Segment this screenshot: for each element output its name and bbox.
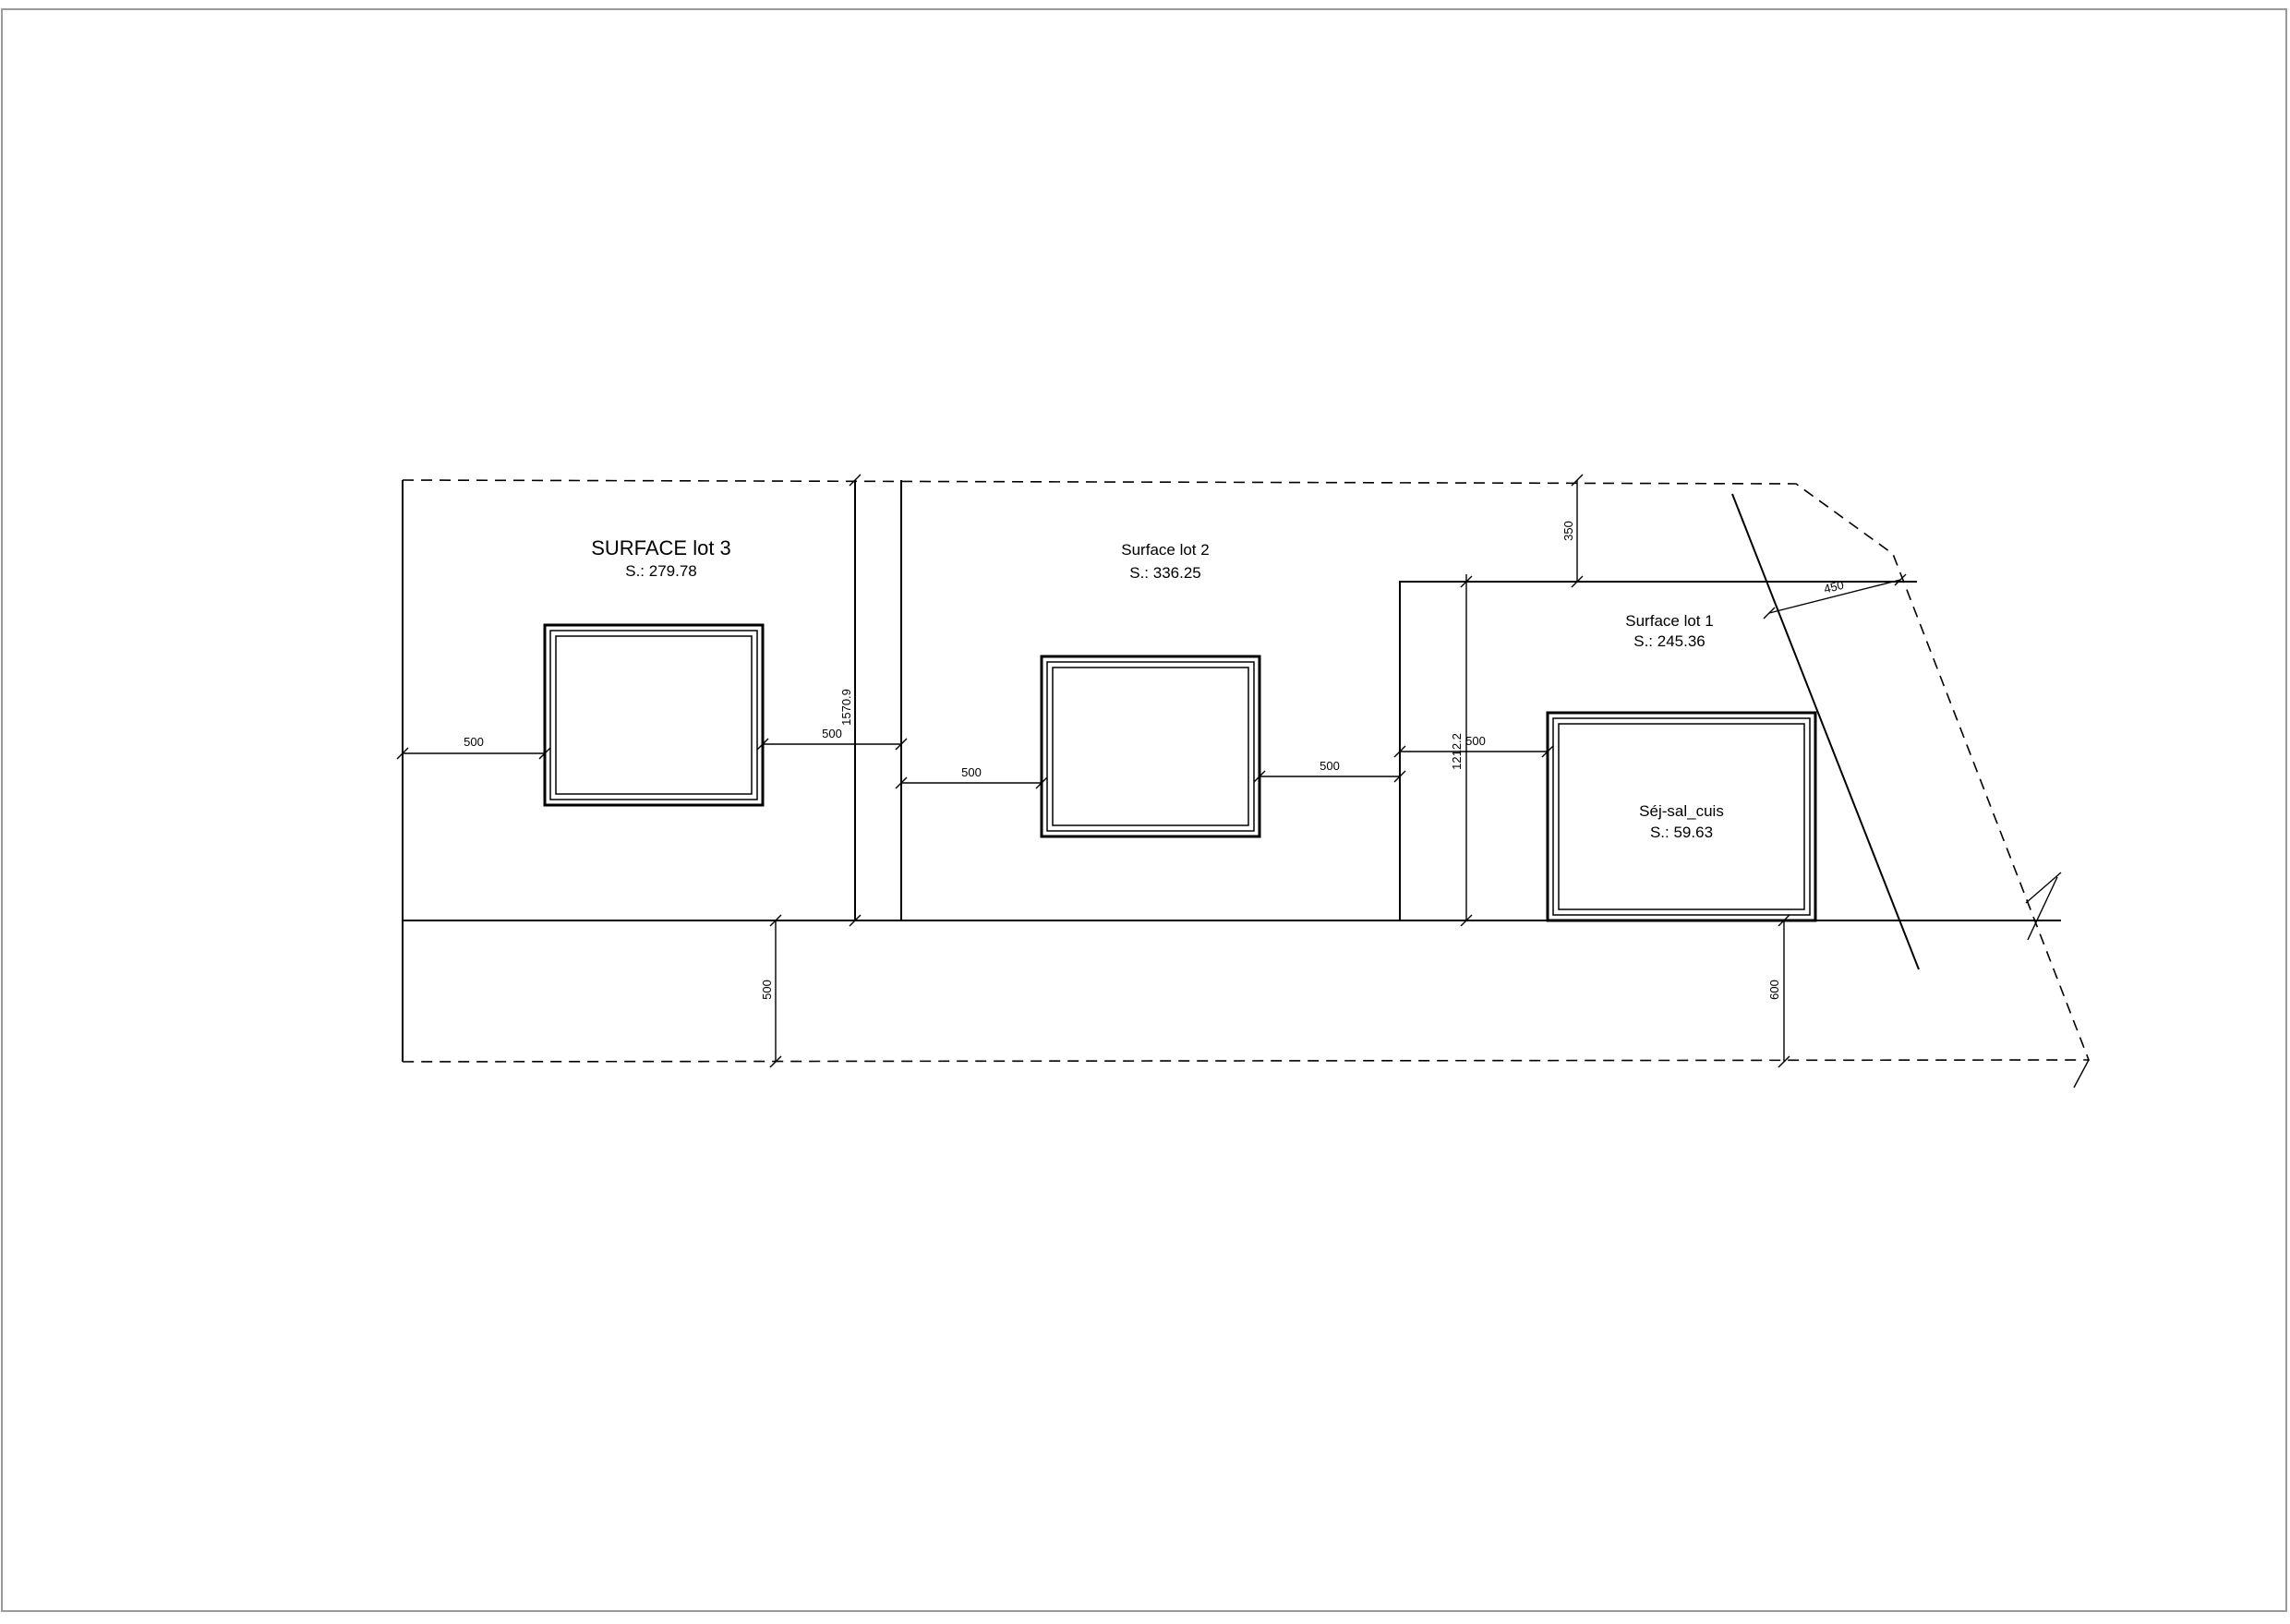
room-area: S.: 59.63 xyxy=(1650,824,1713,841)
dim-label-lot3-right: 500 xyxy=(822,727,842,740)
dim-label-lot1-left: 500 xyxy=(1465,734,1486,748)
dim-label-front-left: 500 xyxy=(760,980,774,1000)
tick-mark xyxy=(2027,876,2058,941)
dim-label-front-right: 600 xyxy=(1767,980,1781,1000)
dimension-lines xyxy=(403,480,1785,1062)
dimension-ticks xyxy=(396,474,1907,1068)
dim-label-lot2-right: 500 xyxy=(1320,759,1340,773)
sheet-border xyxy=(1,8,2287,1612)
dim-label-lot3-depth: 1570.9 xyxy=(839,689,853,726)
lot3-title: SURFACE lot 3 xyxy=(591,536,731,559)
diagonal-dim-line xyxy=(1768,579,1901,614)
tick-mark xyxy=(2073,1059,2090,1089)
dim-label-lot1-depth: 1212.2 xyxy=(1450,733,1464,770)
lot2-area: S.: 336.25 xyxy=(1129,564,1201,582)
plot-boundary xyxy=(402,479,2091,1063)
lot1-area: S.: 245.36 xyxy=(1633,632,1705,650)
dim-label-lot3-left: 500 xyxy=(464,735,484,749)
building-lot1 xyxy=(1546,711,1817,922)
lot3-area: S.: 279.78 xyxy=(625,562,697,580)
room-title: Séj-sal_cuis xyxy=(1639,802,1724,820)
building-lot2 xyxy=(1040,655,1261,838)
diagonal-setback-line xyxy=(1731,493,1920,970)
dim-label-diagonal-setback: 450 xyxy=(1823,578,1846,596)
lot2-title: Surface lot 2 xyxy=(1121,541,1209,559)
lot1-title: Surface lot 1 xyxy=(1625,612,1713,630)
lot1-outline xyxy=(1399,581,1917,920)
dim-label-top-setback: 350 xyxy=(1561,521,1575,541)
building-lot3 xyxy=(543,623,765,807)
dim-label-lot2-left: 500 xyxy=(961,765,982,779)
tick-mark xyxy=(2025,872,2062,904)
